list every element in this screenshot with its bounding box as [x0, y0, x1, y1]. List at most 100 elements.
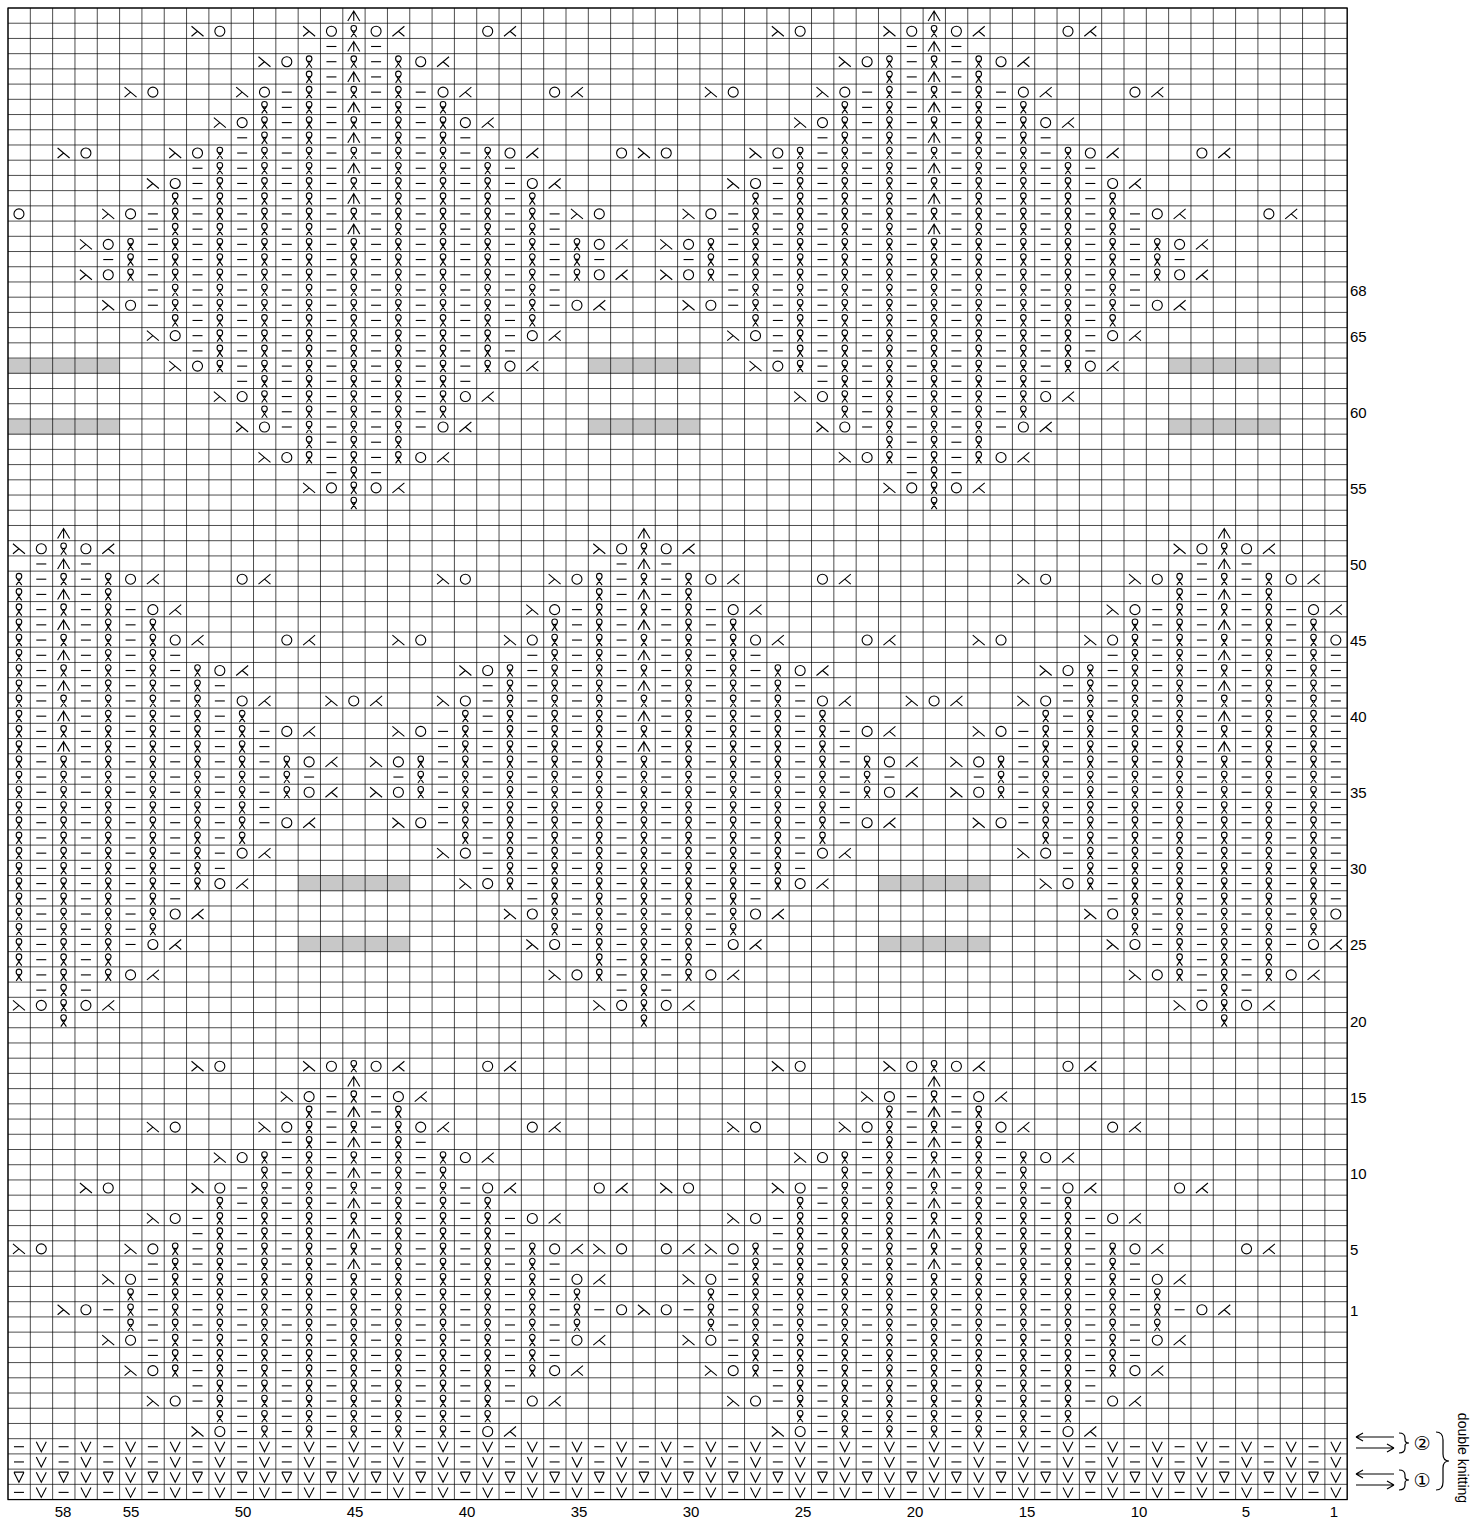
- stitch-symbol: [931, 1274, 937, 1286]
- stitch-symbol: [887, 1213, 893, 1225]
- stitch-symbol: [1085, 274, 1095, 275]
- stitch-symbol: [998, 771, 1004, 783]
- stitch-symbol: [530, 1365, 536, 1377]
- stitch-symbol: [617, 853, 627, 854]
- stitch-symbol: [641, 908, 647, 920]
- stitch-symbol: [931, 1319, 937, 1331]
- stitch-symbol: [753, 1350, 759, 1362]
- stitch-symbol: [1130, 1264, 1140, 1265]
- stitch-symbol: [887, 223, 893, 235]
- stitch-symbol: [507, 817, 513, 829]
- stitch-symbol: [326, 1142, 336, 1143]
- stitch-symbol: [416, 92, 426, 93]
- stitch-symbol: [775, 680, 781, 692]
- stitch-symbol: [396, 71, 402, 83]
- stitch-symbol: [887, 102, 893, 114]
- stitch-symbol: [641, 863, 647, 875]
- stitch-symbol: [550, 305, 560, 306]
- stitch-symbol: [396, 1426, 402, 1438]
- stitch-symbol: [1130, 289, 1140, 290]
- stitch-symbol: [773, 213, 783, 214]
- stitch-symbol: [1242, 883, 1252, 884]
- stitch-symbol: [1266, 741, 1272, 753]
- stitch-symbol: [817, 168, 827, 169]
- stitch-symbol: [976, 269, 982, 281]
- stitch-symbol: [887, 1410, 893, 1422]
- stitch-symbol: [641, 786, 647, 798]
- stitch-symbol: [1177, 649, 1183, 661]
- stitch-symbol: [574, 1289, 580, 1301]
- stitch-symbol: [237, 381, 247, 382]
- stitch-symbol: [1085, 1264, 1095, 1265]
- stitch-symbol: [440, 299, 446, 311]
- stitch-symbol: [485, 299, 491, 311]
- stitch-symbol: [1152, 761, 1162, 762]
- stitch-symbol: [820, 802, 826, 814]
- stitch-symbol: [416, 1172, 426, 1173]
- stitch-symbol: [907, 1309, 917, 1310]
- stitch-symbol: [1266, 619, 1272, 631]
- stitch-symbol: [820, 786, 826, 798]
- stitch-symbol: [505, 213, 515, 214]
- stitch-symbol: [262, 117, 268, 129]
- stitch-symbol: [326, 396, 336, 397]
- stitch-symbol: [907, 1203, 917, 1204]
- stitch-symbol: [237, 1264, 247, 1265]
- stitch-symbol: [862, 137, 872, 138]
- stitch-symbol: [485, 162, 491, 174]
- stitch-symbol: [1018, 822, 1028, 823]
- stitch-symbol: [507, 847, 513, 859]
- stitch-symbol: [797, 239, 803, 251]
- stitch-symbol: [1021, 360, 1027, 372]
- stitch-symbol: [996, 107, 1006, 108]
- stitch-symbol: [574, 254, 580, 266]
- stitch-symbol: [282, 137, 292, 138]
- stitch-symbol: [530, 208, 536, 220]
- stitch-symbol: [1041, 1294, 1051, 1295]
- stitch-symbol: [1266, 939, 1272, 951]
- stitch-symbol: [193, 274, 203, 275]
- stitch-symbol: [996, 1416, 1006, 1417]
- stitch-symbol: [1085, 1340, 1095, 1341]
- stitch-symbol: [820, 817, 826, 829]
- stitch-symbol: [1177, 680, 1183, 692]
- stitch-symbol: [128, 239, 134, 251]
- stitch-symbol: [527, 746, 537, 747]
- stitch-symbol: [976, 1106, 982, 1118]
- stitch-symbol: [460, 213, 470, 214]
- stitch-symbol: [641, 832, 647, 844]
- stitch-symbol: [728, 259, 738, 260]
- stitch-symbol: [396, 147, 402, 159]
- stitch-symbol: [1152, 898, 1162, 899]
- stitch-symbol: [1242, 959, 1252, 960]
- stitch-symbol: [887, 452, 893, 464]
- stitch-symbol: [485, 1213, 491, 1225]
- stitch-symbol: [371, 320, 381, 321]
- stitch-symbol: [996, 305, 1006, 306]
- stitch-symbol: [282, 350, 292, 351]
- stitch-symbol: [460, 274, 470, 275]
- stitch-symbol: [282, 335, 292, 336]
- stitch-symbol: [795, 837, 805, 838]
- stitch-symbol: [928, 1259, 940, 1269]
- stitch-symbol: [351, 1410, 357, 1422]
- stitch-symbol: [416, 1248, 426, 1249]
- stitch-symbol: [773, 244, 783, 245]
- stitch-symbol: [217, 1274, 223, 1286]
- stitch-symbol: [572, 761, 582, 762]
- stitch-symbol: [751, 731, 761, 732]
- stitch-symbol: [751, 807, 761, 808]
- stitch-symbol: [326, 198, 336, 199]
- stitch-symbol: [440, 1304, 446, 1316]
- stitch-symbol: [1197, 563, 1207, 564]
- stitch-symbol: [217, 1228, 223, 1240]
- stitch-symbol: [505, 168, 515, 169]
- stitch-symbol: [907, 229, 917, 230]
- stitch-symbol: [1041, 259, 1051, 260]
- stitch-symbol: [103, 1309, 113, 1310]
- stitch-symbol: [795, 853, 805, 854]
- stitch-symbol: [862, 305, 872, 306]
- stitch-symbol: [572, 731, 582, 732]
- stitch-symbol: [1132, 634, 1138, 646]
- stitch-symbol: [371, 1233, 381, 1234]
